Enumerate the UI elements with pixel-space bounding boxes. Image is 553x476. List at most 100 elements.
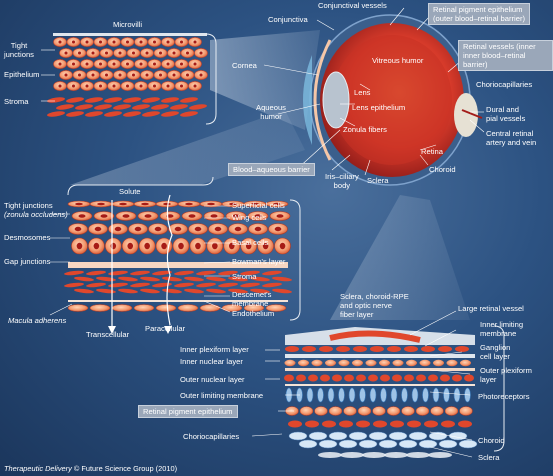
- cell-nucleus: [85, 62, 89, 66]
- photoreceptor: [443, 387, 450, 403]
- rpe-cell: [459, 406, 473, 416]
- stroma-fiber: [64, 270, 84, 276]
- choroid-vessel: [418, 439, 438, 449]
- cell-nucleus: [58, 40, 62, 44]
- label-blood-aqueous-barrier: Blood–aqueous barrier: [228, 163, 315, 176]
- outer-nuclear-cell: [296, 374, 306, 382]
- label-inner-nuclear-layer: Inner nuclear layer: [180, 357, 243, 366]
- ganglion-cell: [404, 346, 418, 352]
- cell-nucleus: [132, 51, 135, 55]
- cell-nucleus: [254, 226, 262, 232]
- stroma-fiber: [74, 276, 94, 282]
- rpe-cell: [343, 406, 357, 416]
- photoreceptor: [401, 387, 408, 403]
- label-epithelium: Epithelium: [4, 70, 40, 79]
- cell-nucleus: [99, 84, 102, 88]
- label-tight-junctions: Tight junctions: [4, 201, 53, 210]
- ganglion-cell: [302, 346, 316, 352]
- cell-nucleus: [163, 202, 171, 206]
- rpe-cell: [401, 406, 415, 416]
- outer-nuclear-cell: [464, 374, 474, 382]
- choriocapillary: [288, 420, 302, 428]
- stroma-fiber: [94, 104, 112, 110]
- cell-nucleus: [94, 226, 102, 232]
- cell-nucleus: [85, 40, 89, 44]
- cell-nucleus: [122, 214, 130, 218]
- cell-nucleus: [232, 214, 240, 218]
- stroma-fiber: [47, 97, 65, 103]
- cell-nucleus: [199, 73, 203, 77]
- stroma-fiber: [118, 288, 138, 294]
- ganglion-cell: [455, 346, 469, 352]
- cell-nucleus: [262, 242, 269, 250]
- inner-nuclear-cell: [379, 359, 390, 367]
- cell-nucleus: [229, 202, 237, 206]
- label-sclera-eye: Sclera: [367, 176, 389, 185]
- label-choriocapillaries-eye: Choriocapillaries: [476, 80, 533, 89]
- label-superficial-cells: Superficial cells: [232, 201, 285, 210]
- scleral-fiber: [318, 452, 342, 458]
- rpe-cell: [415, 406, 430, 416]
- rpe-cell: [328, 406, 343, 416]
- choroid-vessel: [318, 439, 338, 449]
- outer-nuclear-cell: [440, 374, 450, 382]
- stroma-fiber: [218, 270, 238, 276]
- choriocapillary: [441, 420, 455, 428]
- footer-credit: Therapeutic Delivery © Future Science Gr…: [4, 464, 177, 473]
- endothelial-cell: [89, 304, 111, 312]
- endothelial-cell: [155, 304, 177, 312]
- inner-nuclear-cell: [460, 359, 471, 367]
- stroma-fiber: [104, 97, 122, 103]
- rpe-cell: [430, 406, 444, 416]
- choroid-vessel: [428, 431, 448, 441]
- label-outer-nuclear-layer: Outer nuclear layer: [180, 375, 245, 384]
- cell-nucleus: [76, 242, 83, 250]
- cell-nucleus: [127, 242, 134, 250]
- cell-nucleus: [91, 51, 95, 55]
- endothelial-cell: [177, 304, 199, 312]
- stroma-fiber: [189, 104, 207, 110]
- ganglion-cell: [421, 346, 435, 352]
- label-choriocapillaries: Choriocapillaries: [183, 432, 240, 441]
- large-retinal-vessel: [329, 330, 421, 343]
- cell-nucleus: [99, 40, 102, 44]
- cell-nucleus: [105, 73, 108, 77]
- ganglion-cell: [370, 346, 384, 352]
- outer-limiting-band: [285, 384, 475, 386]
- cell-nucleus: [273, 202, 281, 206]
- photoreceptor: [422, 387, 429, 403]
- label-transcellular: Transcellular: [86, 330, 130, 339]
- label-retina: Retina: [421, 147, 443, 156]
- label-dural-pial: Dural and pial vessels: [486, 105, 526, 123]
- choroid-vessel: [458, 439, 478, 449]
- cell-nucleus: [93, 242, 100, 250]
- cell-nucleus: [72, 62, 75, 66]
- cell-nucleus: [279, 242, 286, 250]
- footer-copyright: © Future Science Group (2010): [71, 464, 178, 473]
- stroma-fiber: [240, 282, 260, 288]
- outer-nuclear-cell: [428, 374, 438, 382]
- choroid-vessel: [348, 431, 368, 441]
- cell-nucleus: [112, 40, 116, 44]
- choriocapillary: [322, 420, 336, 428]
- choriocapillary: [424, 420, 438, 428]
- stroma-fiber: [118, 276, 138, 282]
- stroma-fiber: [64, 282, 84, 288]
- photoreceptor: [390, 387, 398, 403]
- photoreceptor: [380, 387, 387, 403]
- stroma-fiber: [66, 111, 84, 117]
- cell-nucleus: [58, 62, 62, 66]
- cell-nucleus: [144, 242, 150, 250]
- stroma-fiber: [161, 111, 179, 117]
- stroma-fiber: [113, 104, 131, 110]
- cell-nucleus: [245, 242, 252, 250]
- inner-nuclear-cell: [446, 359, 458, 367]
- endothelial-cell: [199, 304, 221, 312]
- cell-nucleus: [112, 62, 116, 66]
- stroma-fiber: [108, 270, 128, 276]
- stroma-fiber: [85, 111, 103, 117]
- choroid-vessel: [288, 431, 308, 441]
- ganglion-cell: [285, 346, 299, 352]
